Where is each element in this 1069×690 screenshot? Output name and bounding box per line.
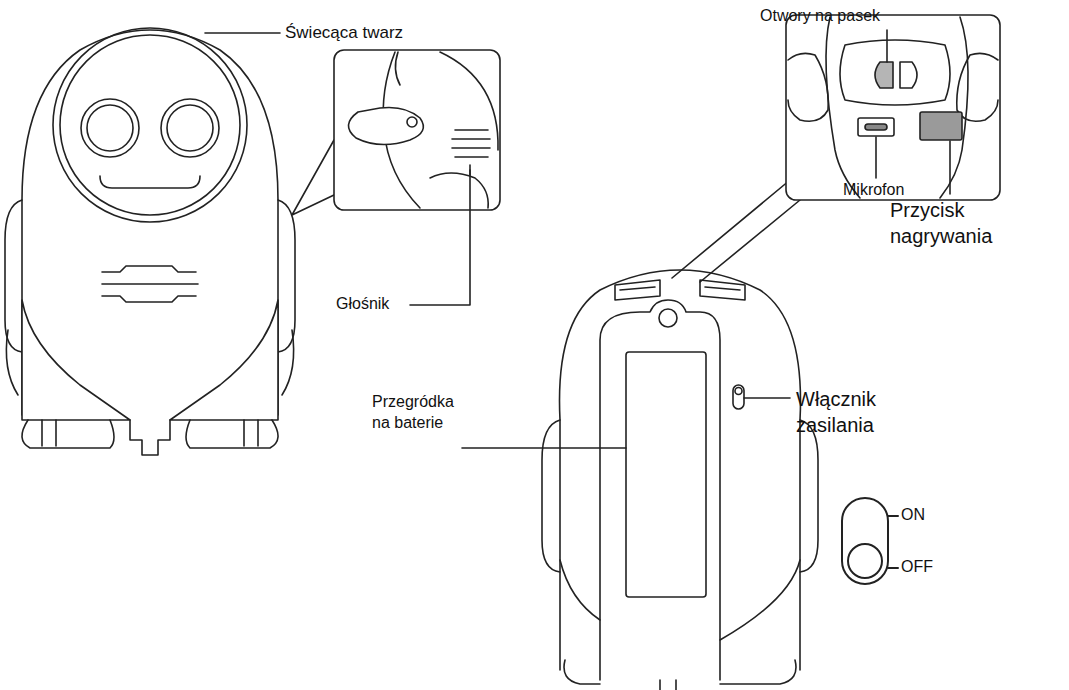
part-label: Mikrofon [843,180,904,201]
leader-line [886,30,888,62]
switch-icon [842,498,898,584]
part-label: Otwory na pasek [760,6,880,27]
front-robot [5,28,295,455]
switch-state: ON [901,505,925,526]
leader-line [875,137,877,178]
top-inset [786,15,1000,200]
speaker-inset [334,50,500,210]
leader-line [949,141,951,194]
leader-line [410,170,470,305]
leader-line [744,397,790,399]
switch-state: OFF [901,557,933,578]
callout-line [292,140,334,215]
part-label: Włącznik zasilania [796,386,916,438]
leader-line [205,32,280,34]
part-label: Świecąca twarz [285,22,403,44]
part-label: Przycisk nagrywania [890,197,1060,249]
part-label: Przegródka na baterie [372,392,464,434]
callout-line [672,180,800,282]
part-label: Głośnik [336,294,389,315]
back-robot [542,270,818,690]
leader-line [462,447,626,449]
